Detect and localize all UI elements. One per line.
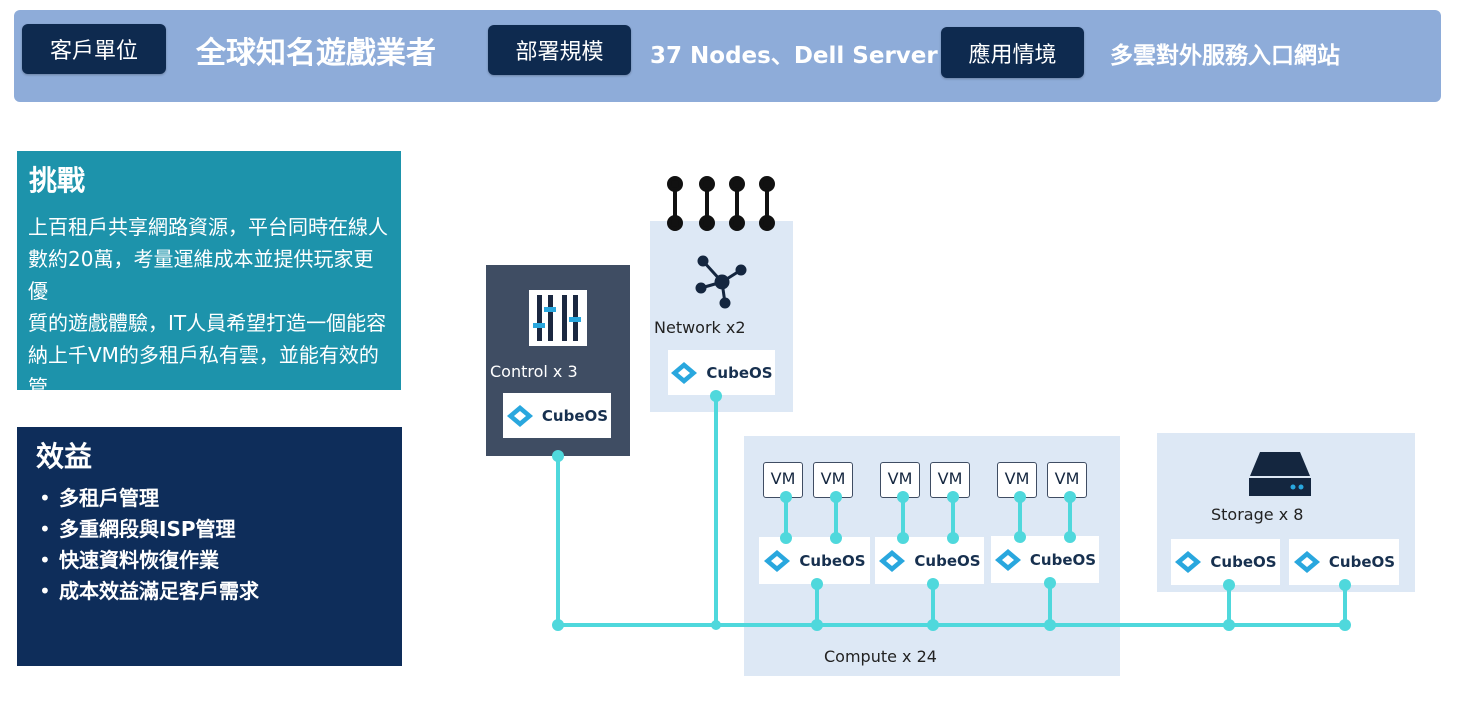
cubeos-logo-icon bbox=[994, 548, 1021, 571]
challenge-line: 上百租戶共享網路資源，平台同時在線人 bbox=[28, 215, 388, 239]
scenario-tag: 應用情境 bbox=[941, 27, 1084, 78]
scale-tag: 部署規模 bbox=[488, 25, 631, 75]
benefit-item: •成本效益滿足客戶需求 bbox=[39, 579, 259, 603]
cubeos-logo-icon bbox=[1175, 551, 1202, 573]
vm-box: VM bbox=[930, 462, 970, 498]
cubeos-logo-icon bbox=[879, 549, 906, 572]
challenge-line: 數約20萬，考量運維成本並提供玩家更優 bbox=[28, 247, 374, 303]
cubeos-badge-control: CubeOS bbox=[503, 393, 611, 438]
challenge-title: 挑戰 bbox=[29, 164, 86, 197]
scenario-value: 多雲對外服務入口網站 bbox=[1110, 43, 1340, 69]
challenge-line: 納上千VM的多租戶私有雲，並能有效的管 bbox=[28, 343, 379, 399]
benefit-item: •多重網段與ISP管理 bbox=[39, 517, 236, 541]
cubeos-badge-storage-2: CubeOS bbox=[1289, 539, 1399, 585]
cubeos-badge-storage-1: CubeOS bbox=[1171, 539, 1280, 585]
customer-value: 全球知名遊戲業者 bbox=[196, 36, 436, 71]
cubeos-badge-network: CubeOS bbox=[668, 350, 775, 395]
cubeos-logo-icon bbox=[1293, 551, 1320, 573]
benefit-title: 效益 bbox=[36, 440, 93, 473]
control-sliders-icon bbox=[529, 290, 587, 346]
cubeos-logo-icon bbox=[506, 404, 533, 427]
cubeos-badge-compute-2: CubeOS bbox=[875, 537, 984, 584]
cubeos-badge-compute-1: CubeOS bbox=[759, 537, 870, 584]
customer-tag: 客戶單位 bbox=[22, 24, 166, 74]
cubeos-logo-icon bbox=[764, 549, 791, 572]
storage-label: Storage x 8 bbox=[1211, 505, 1304, 524]
compute-label: Compute x 24 bbox=[824, 647, 937, 666]
benefit-item: •快速資料恢復作業 bbox=[39, 548, 219, 572]
network-label: Network x2 bbox=[654, 318, 746, 337]
control-label: Control x 3 bbox=[490, 362, 578, 381]
network-hub-icon bbox=[695, 255, 747, 309]
cubeos-badge-compute-3: CubeOS bbox=[991, 536, 1099, 583]
ethernet-uplink-icon bbox=[667, 176, 775, 231]
vm-box: VM bbox=[763, 462, 803, 498]
scale-value: 37 Nodes、Dell Server bbox=[650, 43, 938, 69]
benefit-item: •多租戶管理 bbox=[39, 486, 159, 510]
benefit-panel: 效益 •多租戶管理 •多重網段與ISP管理 •快速資料恢復作業 •成本效益滿足客… bbox=[17, 427, 402, 666]
cubeos-logo-icon bbox=[671, 361, 698, 384]
header-banner bbox=[14, 10, 1441, 102]
top-strip bbox=[0, 0, 1467, 6]
challenge-text: 上百租戶共享網路資源，平台同時在線人 數約20萬，考量運維成本並提供玩家更優 質… bbox=[28, 211, 390, 435]
benefit-list: •多租戶管理 •多重網段與ISP管理 •快速資料恢復作業 •成本效益滿足客戶需求 bbox=[39, 483, 259, 607]
vm-box: VM bbox=[1047, 462, 1087, 498]
storage-server-icon bbox=[1249, 452, 1311, 496]
challenge-line: 質的遊戲體驗，IT人員希望打造一個能容 bbox=[28, 311, 387, 335]
challenge-panel: 挑戰 上百租戶共享網路資源，平台同時在線人 數約20萬，考量運維成本並提供玩家更… bbox=[17, 151, 401, 431]
